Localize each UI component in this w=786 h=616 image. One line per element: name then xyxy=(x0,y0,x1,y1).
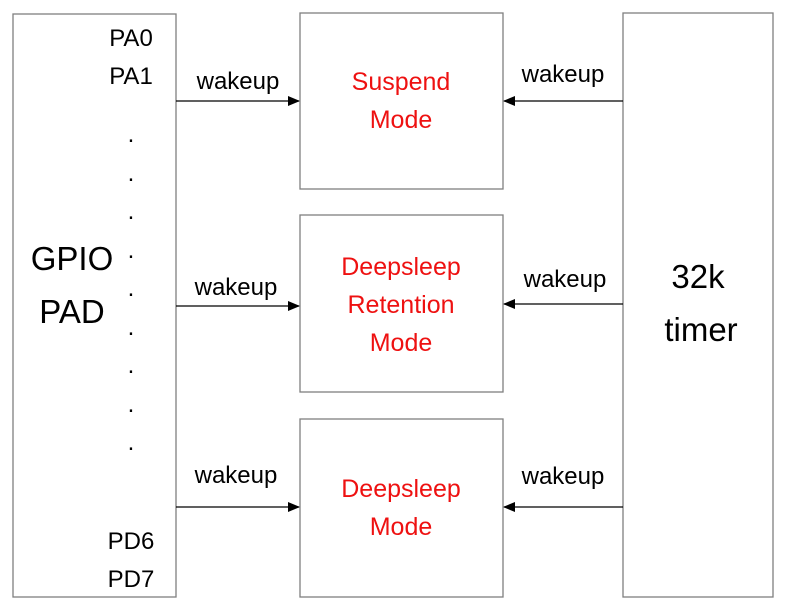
ellipsis-dot: . xyxy=(128,160,135,187)
wakeup-label: wakeup xyxy=(196,68,280,95)
deepsleep-retention-line-1: Deepsleep xyxy=(341,253,461,281)
gpio-label-line-2: PAD xyxy=(39,293,104,330)
ellipsis-dot: . xyxy=(128,275,135,302)
ellipsis-dot: . xyxy=(128,237,135,264)
wakeup-label: wakeup xyxy=(521,61,605,88)
pin-label-pd6: PD6 xyxy=(108,528,155,555)
deepsleep-mode-box xyxy=(299,418,504,598)
gpio-pad-block xyxy=(12,13,177,598)
ellipsis-dot: . xyxy=(128,121,135,148)
ellipsis-dot: . xyxy=(128,314,135,341)
gpio-label-line-1: GPIO xyxy=(31,240,114,277)
ellipsis-dot: . xyxy=(128,429,135,456)
wakeup-label: wakeup xyxy=(194,274,278,301)
deepsleep-retention-line-2: Retention xyxy=(347,291,454,319)
suspend-mode-line-1: Suspend xyxy=(352,68,451,96)
deepsleep-mode-line-2: Mode xyxy=(370,513,433,541)
timer-label-line-2: timer xyxy=(664,311,737,348)
pin-label-pd7: PD7 xyxy=(108,566,155,593)
ellipsis-dot: . xyxy=(128,352,135,379)
deepsleep-mode-line-1: Deepsleep xyxy=(341,475,461,503)
ellipsis-dot: . xyxy=(128,198,135,225)
pin-label-pa0: PA0 xyxy=(109,25,153,52)
wakeup-label: wakeup xyxy=(521,463,605,490)
suspend-mode-box xyxy=(299,12,504,190)
wakeup-label: wakeup xyxy=(523,266,607,293)
suspend-mode-line-2: Mode xyxy=(370,106,433,134)
timer-label-line-1: 32k xyxy=(671,258,725,295)
deepsleep-retention-mode-box xyxy=(299,214,504,393)
wakeup-label: wakeup xyxy=(194,462,278,489)
timer-32k-block xyxy=(622,12,774,598)
ellipsis-dot: . xyxy=(128,391,135,418)
deepsleep-retention-line-3: Mode xyxy=(370,329,433,357)
pin-label-pa1: PA1 xyxy=(109,63,153,90)
